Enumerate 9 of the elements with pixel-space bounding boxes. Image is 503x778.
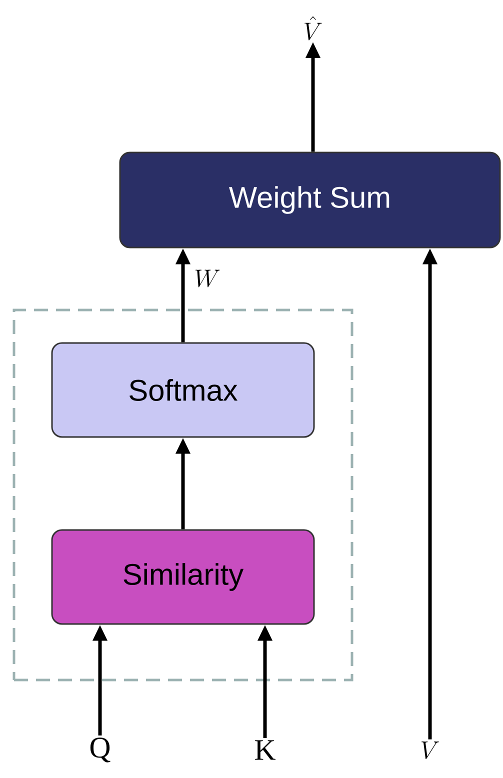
process-box: Weight Sum: [119, 152, 501, 248]
edge-label: $W$: [196, 270, 220, 288]
process-box: Similarity: [51, 529, 315, 625]
output-label: $V$: [422, 742, 439, 759]
output-label: $\hat{V}$: [304, 16, 322, 40]
input-label: Q: [90, 738, 110, 762]
input-label: K: [255, 740, 276, 760]
dashed-group-box: [12, 308, 354, 682]
process-box: Softmax: [51, 342, 315, 438]
